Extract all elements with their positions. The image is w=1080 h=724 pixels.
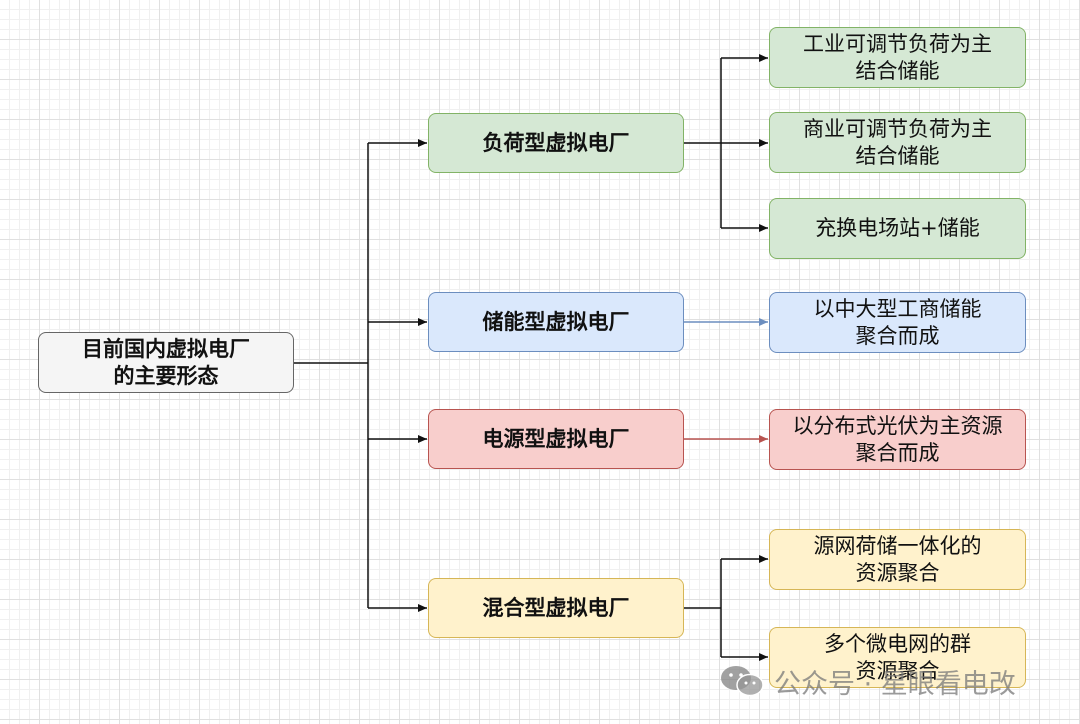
leaf-commercial-label: 商业可调节负荷为主 结合储能 [803,116,992,168]
branch-load-label: 负荷型虚拟电厂 [482,130,630,155]
leaf-microgrid-label: 多个微电网的群 资源聚合 [824,631,971,683]
branch-source-label: 电源型虚拟电厂 [482,426,630,451]
branch-storage-label: 储能型虚拟电厂 [482,309,630,334]
leaf-microgrid-cluster: 多个微电网的群 资源聚合 [769,627,1026,688]
edge-load-trunk [684,58,722,228]
branch-load-vpp: 负荷型虚拟电厂 [428,113,684,173]
root-label: 目前国内虚拟电厂 的主要形态 [82,336,250,388]
branch-hybrid-vpp: 混合型虚拟电厂 [428,578,684,638]
leaf-pv-label: 以分布式光伏为主资源 聚合而成 [792,413,1003,465]
leaf-integrated-resources: 源网荷储一体化的 资源聚合 [769,529,1026,590]
wechat-icon [721,666,764,697]
leaf-commercial-storage: 以中大型工商储能 聚合而成 [769,292,1026,353]
leaf-industrial-load: 工业可调节负荷为主 结合储能 [769,27,1026,88]
edge-root-trunk [294,143,369,608]
leaf-industrial-label: 工业可调节负荷为主 结合储能 [803,31,992,83]
branch-hybrid-label: 混合型虚拟电厂 [482,595,630,620]
branch-storage-vpp: 储能型虚拟电厂 [428,292,684,352]
leaf-integrated-label: 源网荷储一体化的 资源聚合 [813,533,982,585]
leaf-charging-label: 充换电场站+储能 [815,216,980,240]
root-node: 目前国内虚拟电厂 的主要形态 [38,332,294,393]
leaf-storage-label: 以中大型工商储能 聚合而成 [813,296,982,348]
branch-source-vpp: 电源型虚拟电厂 [428,409,684,469]
leaf-distributed-pv: 以分布式光伏为主资源 聚合而成 [769,409,1026,470]
edge-hybrid-trunk [684,559,722,657]
leaf-charging-station: 充换电场站+储能 [769,198,1026,259]
watermark: 公众号 · 星眼看电改 [718,664,1016,700]
leaf-commercial-load: 商业可调节负荷为主 结合储能 [769,112,1026,173]
watermark-text: 公众号 · 星眼看电改 [774,668,1016,700]
